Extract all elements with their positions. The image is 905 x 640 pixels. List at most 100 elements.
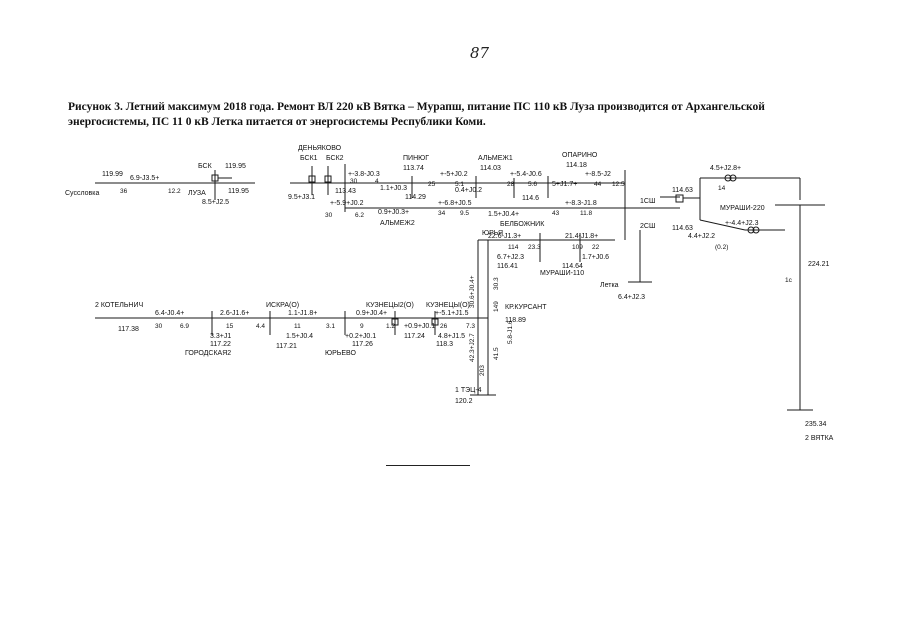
label-luza: ЛУЗА: [188, 190, 206, 197]
label-voltage-118-3: 118.3: [436, 341, 453, 348]
label-belbozhnik: БЕЛБОЖНИК: [500, 221, 545, 228]
label-flow-l: 1.5+J0.4+: [488, 211, 519, 218]
label-flow-j-p2: 12.5: [612, 181, 625, 188]
label-flow-a-p1: 30: [350, 178, 358, 185]
label-susolovka-flow: 6.9-J3.5+: [130, 175, 159, 182]
label-flow-v-p1: 15: [226, 323, 234, 330]
label-vyatka-2: 2 ВЯТКА: [805, 435, 834, 442]
label-almezh2: АЛЬМЕЖ2: [380, 220, 415, 227]
label-denyakovo: ДЕНЬЯКОВО: [298, 145, 342, 152]
label-flow-bb-p1: 26: [440, 323, 448, 330]
label-flow-z-p2: 1.2: [386, 323, 395, 330]
label-flow-g-p2: 9.5: [460, 210, 469, 217]
node-labels: 119.99 6.9-J3.5+ Суссловка 36 12.2 БСК 1…: [65, 145, 834, 442]
label-voltage-116-41: 116.41: [497, 263, 518, 270]
label-bus-2: 2СШ: [640, 223, 655, 230]
label-flow-m-p1: 43: [552, 210, 560, 217]
label-flow-f: 0.4+J0.2: [455, 187, 482, 194]
label-flow-e: +-5+J0.2: [440, 171, 468, 178]
label-oparino-voltage: 114.18: [566, 162, 587, 169]
label-flow-r: 6.7+J2.3: [497, 254, 524, 261]
label-voltage-118-89: 118.89: [505, 317, 526, 324]
label-flow-a-p2: 4: [375, 178, 379, 185]
label-flow-u: 6.4-J0.4+: [155, 310, 184, 317]
label-p-1c: 1с: [785, 277, 793, 284]
label-bsk1: БСК1: [300, 155, 318, 162]
label-vert-b: 30.3: [493, 277, 500, 290]
label-bsk: БСК: [198, 163, 213, 170]
label-flow-h: +-6.8+J0.5: [438, 200, 472, 207]
label-almezh1-voltage: 114.03: [480, 165, 501, 172]
label-flow-x: 1.1-J1.8+: [288, 310, 317, 317]
label-pinyug-voltage-2: 114.29: [405, 194, 426, 201]
label-flow-s: 21.4-J1.8+: [565, 233, 598, 240]
label-flow-s-p1: 109: [572, 244, 583, 251]
label-susolovka: Суссловка: [65, 190, 99, 197]
label-flow-p: 4.4+J2.2: [688, 233, 715, 240]
label-yurevo: ЮРЬЕВО: [325, 350, 356, 357]
label-bsk-bus-voltage: 113.43: [335, 188, 356, 195]
label-murashi-220: МУРАШИ-220: [720, 205, 765, 212]
label-pinyug: ПИНЮГ: [403, 155, 429, 162]
label-oparino: ОПАРИНО: [562, 152, 598, 159]
label-voltage-117-24: 117.24: [404, 333, 425, 340]
label-flow-i-p1: 28: [507, 181, 515, 188]
label-flow-v: 2.6-J1.6+: [220, 310, 249, 317]
network-lines: [95, 164, 825, 411]
label-flow-dd: 4.8+J1.5: [438, 333, 465, 340]
label-flow-q-p1: 114: [508, 244, 519, 251]
label-bsk-voltage: 119.95: [225, 163, 246, 170]
label-vert-g: 41.5: [493, 347, 500, 360]
label-voltage-235-34: 235.34: [805, 421, 827, 428]
label-flow-e-p1: 25: [428, 181, 436, 188]
label-bus-1: 1СШ: [640, 198, 655, 205]
label-flow-u-p2: 6.9: [180, 323, 189, 330]
label-flow-z-p1: 9: [360, 323, 364, 330]
label-flow-c: +-5.9+J0.2: [330, 200, 364, 207]
label-yurya: ЮРЬЯ: [482, 230, 503, 237]
label-flow-j-p1: 44: [594, 181, 602, 188]
label-flow-b: 9.5+J3.1: [288, 194, 315, 201]
figure-caption: Рисунок 3. Летний максимум 2018 года. Ре…: [68, 100, 838, 130]
caption-line-2: энергосистемы, ПС 11 0 кВ Летка питается…: [68, 116, 486, 128]
label-flow-k: 5+J1.7+: [552, 181, 577, 188]
label-letka-flow: 6.4+J2.3: [618, 294, 645, 301]
label-kr-kursant: КР.КУРСАНТ: [505, 304, 547, 311]
label-voltage-114-63-b: 114.63: [672, 225, 693, 232]
label-flow-u-p1: 30: [155, 323, 163, 330]
label-bsk2: БСК2: [326, 155, 344, 162]
label-almezh1: АЛЬМЕЖ1: [478, 155, 513, 162]
label-kuznetsy2: КУЗНЕЦЫ2(О): [366, 302, 414, 309]
label-susolovka-p: 36: [120, 188, 128, 195]
label-flow-x-p1: 11: [294, 323, 301, 330]
label-kuznetsy: КУЗНЕЦЫ(О): [426, 302, 470, 309]
label-flow-m: +-8.3-J1.8: [565, 200, 597, 207]
label-voltage-224-21: 224.21: [808, 261, 830, 268]
label-flow-d: 1.1+J0.3: [380, 185, 407, 192]
label-p14: 14: [718, 185, 726, 192]
label-flow-g: 0.9+J0.3+: [378, 209, 409, 216]
label-gorodskaya2: ГОРОДСКАЯ2: [185, 350, 231, 357]
label-vert-c: 149: [493, 301, 500, 312]
label-flow-aa: +0.2+J0.1: [345, 333, 376, 340]
label-kotelnich-voltage: 117.38: [118, 326, 139, 333]
label-voltage-117-21: 117.21: [276, 343, 297, 350]
label-flow-m-p2: 11.8: [580, 210, 593, 217]
label-flow-c-p1: 30: [325, 212, 333, 219]
label-flow-a: +-3.8-J0.3: [348, 171, 380, 178]
label-flow-g-p1: 34: [438, 210, 446, 217]
label-flow-cc: +0.9+J0.1: [404, 323, 435, 330]
label-p-0-2: (0.2): [715, 244, 728, 251]
label-flow-i-p2: 5.6: [528, 181, 537, 188]
label-vert-a: 30.6+J0.4+: [469, 275, 476, 308]
page-number: 87: [470, 44, 490, 62]
label-luza-voltage: 119.95: [228, 188, 249, 195]
label-flow-c-p2: 6.2: [355, 212, 364, 219]
label-flow-x-p2: 3.1: [326, 323, 335, 330]
label-flow-n: 4.5+J2.8+: [710, 165, 741, 172]
label-kotelnich: 2 КОТЕЛЬНИЧ: [95, 302, 144, 309]
label-voltage-114-6: 114.6: [522, 195, 539, 202]
label-flow-bb-p2: 7.3: [466, 323, 475, 330]
caption-line-1: Рисунок 3. Летний максимум 2018 года. Ре…: [68, 101, 765, 113]
